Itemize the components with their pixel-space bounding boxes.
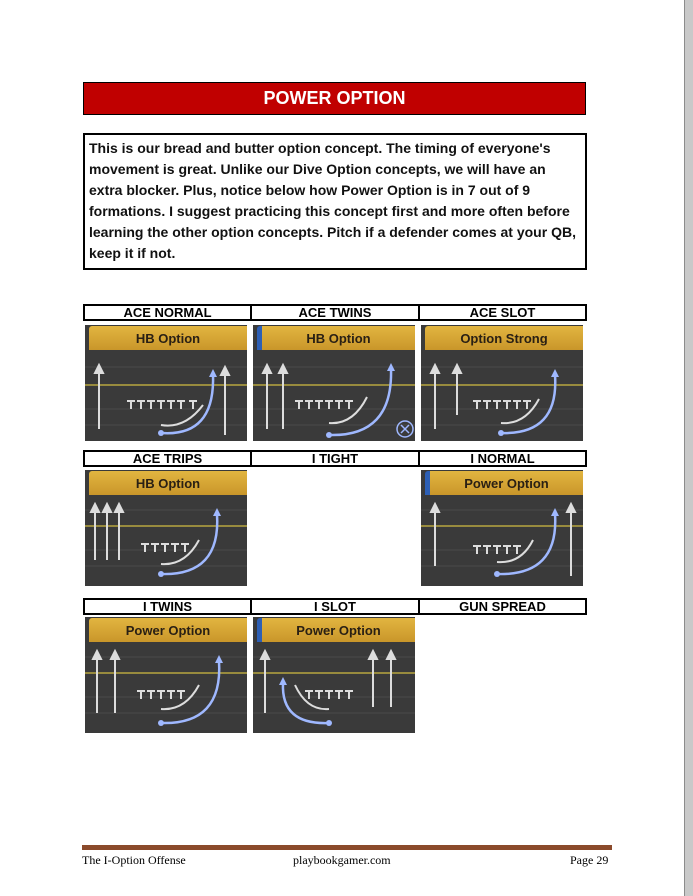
play-diagram-ace-slot: Option Strong	[421, 325, 583, 441]
page-title: POWER OPTION	[83, 82, 586, 115]
play-diagram-ace-trips: HB Option	[85, 470, 247, 586]
formation-label-ace-slot: ACE SLOT	[418, 304, 587, 321]
play-diagram-ace-normal: HB Option	[85, 325, 247, 441]
formation-label-ace-normal: ACE NORMAL	[83, 304, 252, 321]
footer-website: playbookgamer.com	[293, 853, 391, 867]
formation-label-i-slot: I SLOT	[250, 598, 420, 615]
formation-label-i-tight: I TIGHT	[250, 450, 420, 467]
play-name-banner: HB Option	[89, 471, 247, 495]
footer-book-title: The I-Option Offense	[82, 853, 186, 867]
play-diagram-i-twins: Power Option	[85, 617, 247, 733]
intro-text: This is our bread and butter option conc…	[83, 133, 587, 270]
formation-label-ace-trips: ACE TRIPS	[83, 450, 252, 467]
formation-label-i-normal: I NORMAL	[418, 450, 587, 467]
footer-rule	[82, 845, 612, 850]
play-name-banner: HB Option	[257, 326, 415, 350]
formation-label-i-twins: I TWINS	[83, 598, 252, 615]
play-name-banner: Power Option	[425, 471, 583, 495]
play-diagram-i-normal: Power Option	[421, 470, 583, 586]
play-name-banner: Power Option	[89, 618, 247, 642]
footer-page-number: Page 29	[570, 853, 609, 867]
play-name-banner: Power Option	[257, 618, 415, 642]
formation-label-gun-spread: GUN SPREAD	[418, 598, 587, 615]
formation-label-ace-twins: ACE TWINS	[250, 304, 420, 321]
page-edge	[685, 0, 693, 896]
play-name-banner: Option Strong	[425, 326, 583, 350]
play-name-banner: HB Option	[89, 326, 247, 350]
play-diagram-ace-twins: HB Option	[253, 325, 415, 441]
page-edge-line	[684, 0, 685, 896]
play-diagram-i-slot: Power Option	[253, 617, 415, 733]
